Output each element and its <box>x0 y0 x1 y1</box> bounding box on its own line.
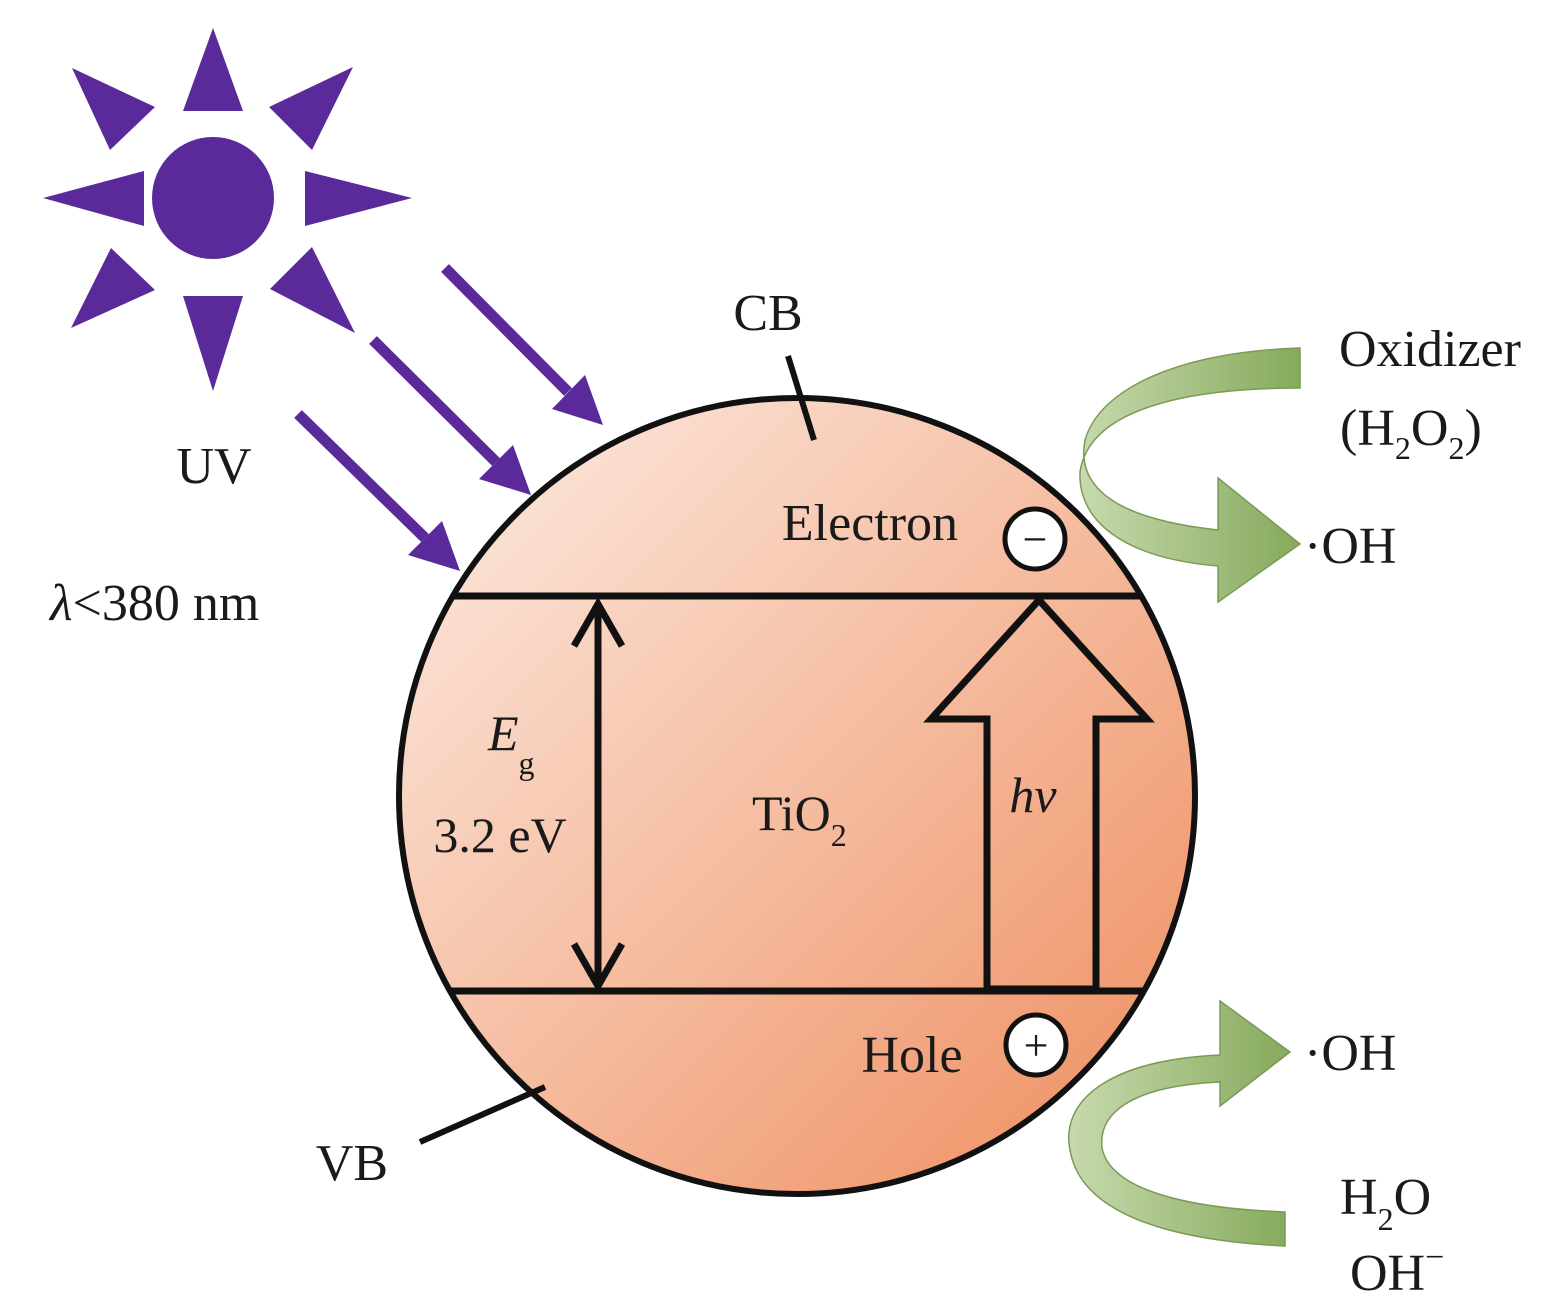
oxidizer-open: (H <box>1340 400 1395 457</box>
uv-ray-arrow <box>369 336 531 495</box>
uv-rays <box>294 264 603 571</box>
water-h: H <box>1340 1169 1378 1226</box>
material-label: TiO2 <box>752 785 847 853</box>
oxidizer-mid: O <box>1411 400 1449 457</box>
uv-ray-arrow <box>294 410 460 571</box>
electron-icon: − <box>1002 506 1068 572</box>
wavelength-label: λ<380 nm <box>48 575 259 632</box>
hole-label: Hole <box>861 1027 962 1084</box>
electron-sign: − <box>1023 515 1048 564</box>
band-gap-arrow <box>570 596 626 994</box>
hydroxyl-radical-bottom: ·OH <box>1304 1025 1396 1082</box>
material-subscript: 2 <box>831 817 847 853</box>
water-reaction-arrow <box>1068 999 1292 1247</box>
eg-symbol: E <box>487 705 519 761</box>
band-gap-symbol: Eg <box>487 705 535 781</box>
water-o: O <box>1394 1169 1432 1226</box>
oxidizer-sub2: 2 <box>1448 430 1464 466</box>
hydroxide-charge: − <box>1425 1239 1444 1276</box>
hydroxide-formula: OH− <box>1350 1239 1444 1301</box>
hydroxyl-radical-top: ·OH <box>1304 518 1396 575</box>
hydroxide-base: OH <box>1350 1245 1425 1301</box>
hole-icon: + <box>1003 1012 1069 1078</box>
water-sub: 2 <box>1378 1201 1394 1237</box>
oxidizer-sub1: 2 <box>1395 430 1411 466</box>
eg-subscript: g <box>519 745 535 781</box>
oxidizer-formula: (H2O2) <box>1340 400 1482 466</box>
sun-icon <box>43 28 412 391</box>
oxidizer-close: ) <box>1464 400 1481 457</box>
water-formula: H2O <box>1340 1169 1431 1237</box>
vb-label: VB <box>316 1135 388 1192</box>
oxidizer-label: Oxidizer <box>1339 321 1521 378</box>
band-gap-value: 3.2 eV <box>433 807 566 863</box>
wavelength-value: <380 nm <box>73 575 260 632</box>
electron-label: Electron <box>782 495 958 552</box>
wavelength-symbol: λ <box>48 575 73 632</box>
cb-label: CB <box>733 285 802 342</box>
cb-leader-line <box>785 355 817 441</box>
vb-leader-line <box>418 1084 547 1145</box>
oxidizer-reaction-arrow <box>1079 347 1302 604</box>
excitation-label: hv <box>1009 767 1057 823</box>
material-name: TiO <box>752 785 831 841</box>
uv-label: UV <box>176 438 251 495</box>
excitation-arrow <box>923 594 1155 993</box>
uv-ray-arrow <box>441 264 603 425</box>
hole-sign: + <box>1024 1021 1049 1070</box>
